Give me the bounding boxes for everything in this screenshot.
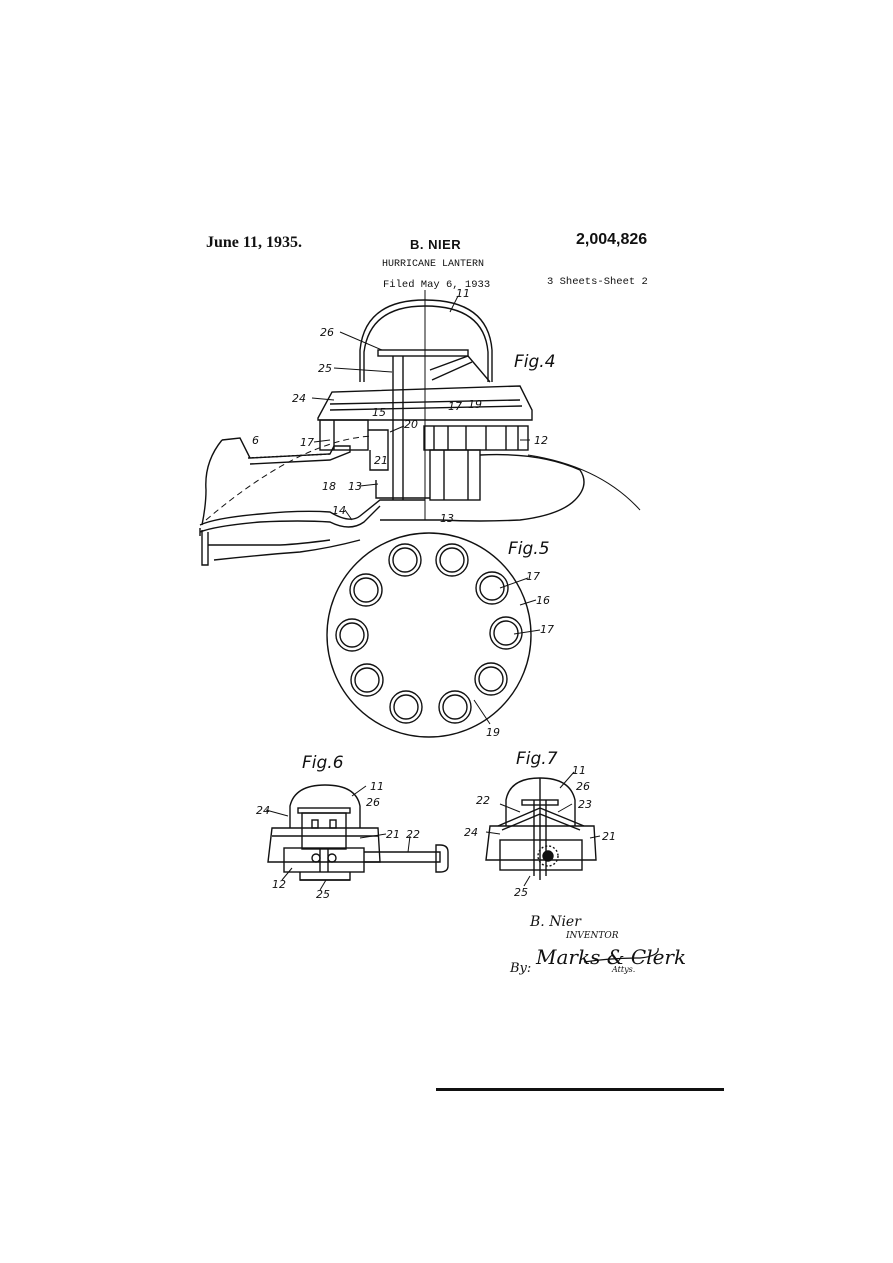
ref-numeral: 24	[464, 826, 478, 839]
ref-numeral: 19	[486, 726, 500, 739]
signature-attys: Attys.	[611, 965, 635, 974]
ref-numeral: 15	[372, 406, 386, 419]
fig5-label: Fig.5	[508, 539, 550, 559]
inventor-name: B. NIER	[410, 237, 462, 252]
fig4-label: Fig.4	[514, 352, 556, 372]
signature-inventor-role: INVENTOR	[565, 931, 619, 941]
ref-numeral: 17	[448, 400, 462, 413]
ref-numeral: 26	[366, 796, 380, 809]
figure-7-drawing	[485, 771, 601, 887]
ref-numeral: 22	[406, 828, 420, 841]
ref-numeral: 20	[404, 418, 418, 431]
ref-numeral: 21	[602, 830, 616, 843]
fig6-label: Fig.6	[302, 753, 344, 773]
ref-numeral: 22	[476, 794, 490, 807]
ref-numeral: 16	[536, 594, 550, 607]
ref-numeral: 25	[316, 888, 330, 901]
filed-date: Filed May 6, 1933	[383, 279, 491, 291]
signature-inventor-name: B. Nier	[529, 914, 582, 930]
ref-numeral: 11	[370, 780, 384, 793]
patent-number: 2,004,826	[576, 231, 648, 248]
ref-numeral: 12	[534, 434, 548, 447]
ref-numeral: 11	[456, 287, 470, 300]
signature-attorneys: Marks & Clerk	[535, 945, 686, 969]
ref-numeral: 12	[272, 878, 286, 891]
figure-6-drawing	[265, 784, 449, 891]
ref-numeral: 13	[440, 512, 454, 525]
ref-numeral: 26	[320, 326, 334, 339]
ref-numeral: 17	[526, 570, 540, 583]
ref-numeral: 25	[318, 362, 332, 375]
figure-5-drawing	[326, 532, 541, 738]
figure-4-drawing	[199, 290, 641, 566]
ref-numeral: 21	[386, 828, 400, 841]
ref-numeral: 23	[578, 798, 592, 811]
ref-numeral: 13	[348, 480, 362, 493]
sheet-info: 3 Sheets-Sheet 2	[547, 276, 648, 288]
ref-numeral: 24	[292, 392, 306, 405]
ref-numeral: 19	[468, 398, 482, 411]
ref-numeral: 18	[322, 480, 336, 493]
ref-numeral: 14	[332, 504, 346, 517]
ref-numeral: 21	[374, 454, 388, 467]
ref-numeral: 6	[252, 434, 259, 447]
ref-numeral: 24	[256, 804, 270, 817]
ref-numeral: 17	[300, 436, 314, 449]
ref-numeral: 26	[576, 780, 590, 793]
patent-title: HURRICANE LANTERN	[382, 259, 485, 270]
signature-by: By:	[509, 961, 531, 976]
ref-numeral: 11	[572, 764, 586, 777]
fig7-label: Fig.7	[516, 749, 558, 769]
bottom-rule	[436, 1088, 724, 1091]
ref-numeral: 25	[514, 886, 528, 899]
ref-numeral: 17	[540, 623, 554, 636]
patent-date: June 11, 1935.	[206, 234, 303, 251]
